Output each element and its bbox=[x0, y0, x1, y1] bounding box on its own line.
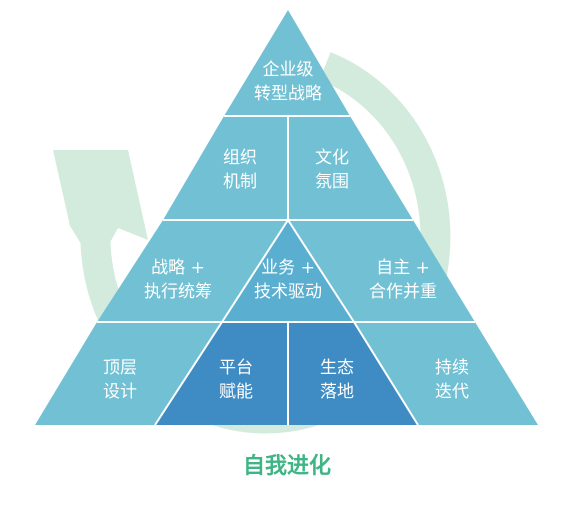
label-org-structure-line1: 组织 bbox=[223, 148, 257, 168]
cell-autonomy-collab bbox=[288, 220, 475, 322]
label-apex-line1: 企业级 bbox=[263, 60, 314, 80]
cell-top-design bbox=[35, 322, 222, 425]
label-business-tech-line1: 业务 + bbox=[261, 258, 315, 278]
label-strategy-execution-line1: 战略 + bbox=[151, 258, 205, 278]
cell-continuous-iteration bbox=[354, 322, 538, 425]
label-autonomy-collab-line2: 合作并重 bbox=[369, 282, 437, 302]
pyramid bbox=[35, 10, 538, 426]
label-culture-line2: 氛围 bbox=[315, 172, 349, 192]
label-autonomy-collab-line1: 自主 + bbox=[376, 258, 430, 278]
label-culture-line1: 文化 bbox=[315, 148, 349, 168]
label-business-tech-line2: 技术驱动 bbox=[254, 282, 322, 302]
label-strategy-execution-line2: 执行统筹 bbox=[144, 282, 212, 302]
cell-apex bbox=[224, 10, 350, 116]
label-continuous-iteration-line2: 迭代 bbox=[435, 382, 469, 402]
dividers bbox=[97, 115, 475, 426]
cell-culture bbox=[288, 116, 413, 220]
cell-ecosystem bbox=[288, 322, 418, 425]
label-top-design-line1: 顶层 bbox=[103, 358, 137, 378]
cell-org-structure bbox=[163, 116, 288, 220]
cell-business-tech bbox=[222, 220, 354, 322]
label-apex-line2: 转型战略 bbox=[254, 84, 322, 104]
label-top-design-line2: 设计 bbox=[103, 382, 137, 402]
cell-platform bbox=[155, 322, 288, 425]
label-ecosystem-line1: 生态 bbox=[320, 358, 354, 378]
cycle-arrow-head bbox=[53, 150, 148, 268]
cell-strategy-execution bbox=[97, 220, 288, 322]
labels: 企业级 转型战略 组织 机制 文化 氛围 战略 + 执行统筹 业务 + 技术驱动… bbox=[103, 60, 469, 402]
label-platform-line2: 赋能 bbox=[219, 382, 253, 402]
caption-self-evolution: 自我进化 bbox=[243, 453, 331, 479]
label-platform-line1: 平台 bbox=[219, 358, 253, 378]
label-org-structure-line2: 机制 bbox=[223, 172, 257, 192]
label-continuous-iteration-line1: 持续 bbox=[435, 358, 469, 378]
label-ecosystem-line2: 落地 bbox=[320, 382, 354, 402]
